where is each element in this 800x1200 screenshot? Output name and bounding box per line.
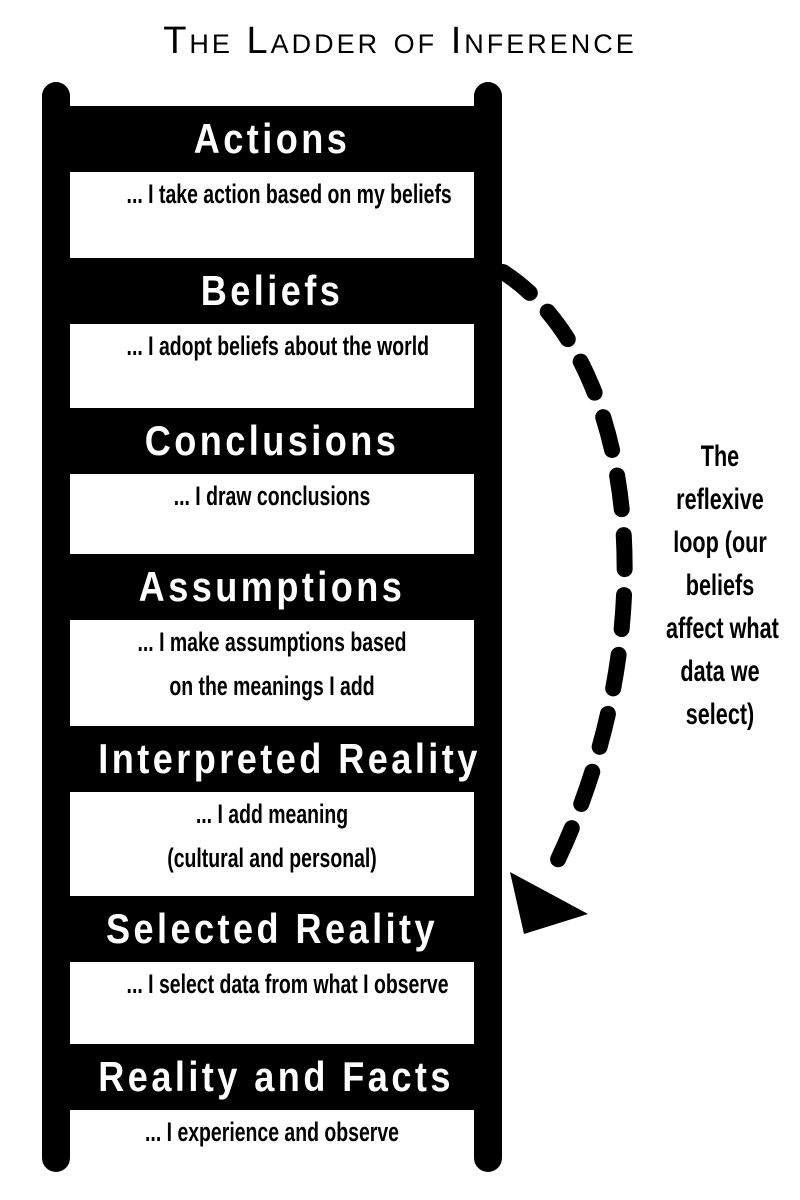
- rung-reality-and-facts: Reality and Facts ... I experience and o…: [70, 1044, 474, 1160]
- note-line: affect what: [666, 612, 779, 645]
- diagram-title: The Ladder of Inference: [163, 20, 637, 62]
- note-line: reflexive: [676, 483, 764, 516]
- rung-description: ... I adopt beliefs about the world: [126, 324, 429, 368]
- rung-description: ... I draw conclusions: [126, 474, 418, 518]
- rung-description-line-2: on the meanings I add: [126, 664, 418, 708]
- rung-interpreted-reality: Interpreted Reality ... I add meaning (c…: [70, 726, 477, 896]
- ladder-right-rail: [474, 82, 502, 1172]
- note-line: data we: [680, 655, 760, 688]
- rung-description: ... I experience and observe: [126, 1110, 418, 1154]
- rung-heading: Interpreted Reality: [98, 726, 477, 792]
- rung-description-line-1: ... I make assumptions based: [126, 620, 418, 664]
- rung-conclusions: Conclusions ... I draw conclusions: [70, 408, 474, 554]
- rung-heading: Reality and Facts: [98, 1044, 450, 1110]
- rung-selected-reality: Selected Reality ... I select data from …: [70, 896, 474, 1044]
- rung-description-line-1: ... I add meaning: [126, 792, 418, 836]
- rung-assumptions: Assumptions ... I make assumptions based…: [70, 554, 474, 726]
- rung-heading: Selected Reality: [98, 896, 446, 962]
- ladder-left-rail: [42, 82, 70, 1172]
- rung-description-line-2: (cultural and personal): [126, 836, 418, 880]
- note-line: beliefs: [685, 569, 755, 602]
- reflexive-loop-note: The reflexive loop (our beliefs affect w…: [666, 435, 779, 736]
- loop-arc: [495, 264, 633, 888]
- rung-heading: Conclusions: [98, 408, 446, 474]
- loop-arrowhead: [510, 872, 588, 934]
- note-line: loop (our: [673, 526, 767, 559]
- rung-description: ... I take action based on my beliefs: [126, 172, 452, 216]
- rung-actions: Actions ... I take action based on my be…: [70, 106, 474, 258]
- note-line: The: [700, 440, 740, 473]
- rung-description: ... I select data from what I observe: [126, 962, 449, 1006]
- rung-beliefs: Beliefs ... I adopt beliefs about the wo…: [70, 258, 474, 408]
- note-line: select): [685, 698, 755, 731]
- rung-heading: Assumptions: [98, 554, 446, 620]
- rung-heading: Beliefs: [98, 258, 446, 324]
- rung-heading: Actions: [98, 106, 446, 172]
